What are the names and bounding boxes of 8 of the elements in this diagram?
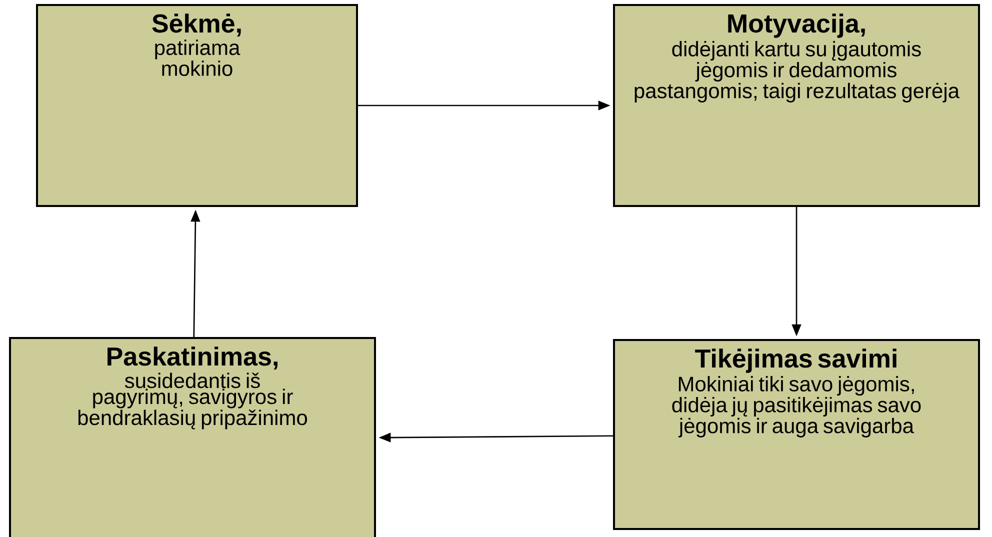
heading-text: Paskatinimas, xyxy=(108,346,278,370)
body-text: patiriama mokinio xyxy=(155,40,240,76)
body-text: susidedantis iš pagyrimų, savigyros ir bendraklasių pripažinimo xyxy=(78,372,307,430)
body-text: Mokiniai tiki savo jėgomis, didėja jų pasitikėjimas savo jėgomis ir auga savigarba xyxy=(672,376,921,438)
heading-text: Motyvacija, xyxy=(728,14,865,38)
body-text: didėjanti kartu su įgautomis jėgomis ir dedamomis pastangomis; taigi rezultatas gerėja xyxy=(634,41,960,102)
heading-text: Tikėjimas savimi xyxy=(695,348,896,373)
heading-text: Sėkmė, xyxy=(152,14,241,36)
